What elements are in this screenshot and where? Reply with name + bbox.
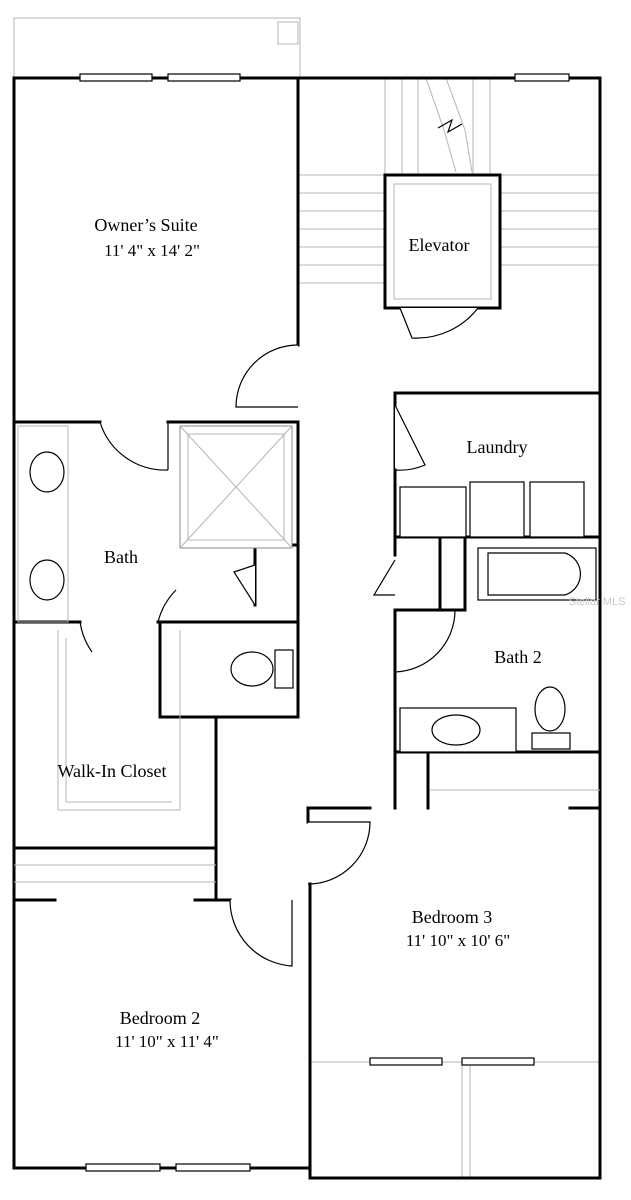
bedroom-2-label: Bedroom 2	[120, 1008, 201, 1028]
owners-suite-dimensions: 11' 4" x 14' 2"	[104, 241, 200, 260]
elevator-label: Elevator	[409, 235, 470, 255]
bedroom-3-label: Bedroom 3	[412, 907, 493, 927]
owners-suite-label: Owner’s Suite	[94, 215, 197, 235]
bath-label: Bath	[104, 547, 138, 567]
laundry-appliances	[399, 481, 585, 538]
elevator-shaft	[383, 173, 502, 339]
laundry-label: Laundry	[467, 437, 528, 457]
bath-2-label: Bath 2	[494, 647, 542, 667]
watermark-text: Stellar MLS	[569, 596, 626, 608]
interior-walls	[12, 76, 602, 1180]
room-labels: Owner’s Suite 11' 4" x 14' 2" Elevator L…	[57, 215, 625, 1051]
bedroom-2-dimensions: 11' 10" x 11' 4"	[115, 1032, 219, 1051]
walk-in-closet-label: Walk-In Closet	[57, 761, 166, 781]
staircase	[298, 77, 600, 284]
windows	[79, 73, 570, 1172]
owners-bath-fixtures	[17, 425, 294, 689]
bedroom-3-dimensions: 11' 10" x 10' 6"	[406, 931, 510, 950]
exterior-walls	[12, 76, 602, 1180]
closet-shelving	[57, 630, 181, 811]
bath-2-fixtures	[399, 547, 597, 753]
